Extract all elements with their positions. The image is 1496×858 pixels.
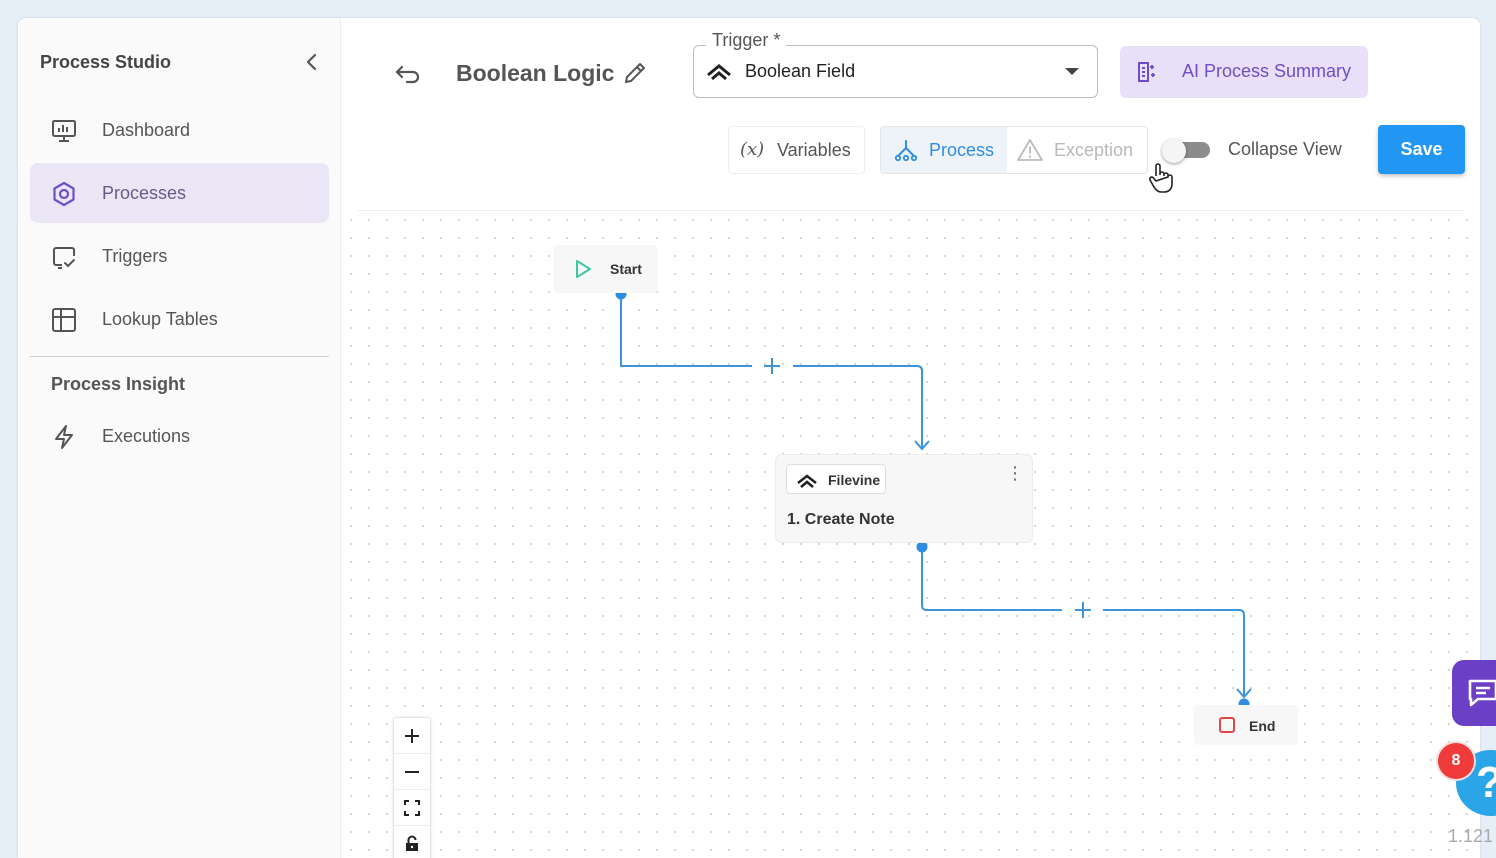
version-label: 1.121 (1448, 826, 1494, 846)
task-app-label: Filevine (828, 472, 881, 488)
hand-cursor-icon (1148, 162, 1174, 194)
monitor-chart-icon (50, 117, 78, 145)
end-node[interactable]: End (1194, 705, 1298, 745)
zoom-out-button[interactable] (394, 754, 430, 790)
toggle-knob (1162, 139, 1186, 163)
chevron-left-icon[interactable] (300, 50, 324, 74)
document-sparkle-icon (1134, 59, 1160, 85)
sidebar-item-lookup-tables[interactable]: Lookup Tables (30, 289, 329, 349)
sidebar-item-label: Triggers (102, 245, 168, 266)
chat-bubble-icon (1466, 677, 1496, 709)
caret-down-icon[interactable] (1065, 68, 1079, 75)
tab-process[interactable]: Process (881, 127, 1007, 173)
tab-exception-label: Exception (1054, 140, 1134, 160)
sidebar-title: Process Studio (40, 52, 172, 72)
collapse-view-toggle[interactable] (1162, 139, 1212, 163)
sidebar-item-processes[interactable]: Processes (30, 163, 329, 223)
process-studio-window: Process Studio Dashboard Processes Trigg… (18, 18, 1480, 858)
sidebar-divider (30, 356, 329, 357)
fit-view-button[interactable] (394, 790, 430, 826)
pencil-icon[interactable] (621, 59, 649, 87)
stop-square-icon (1219, 717, 1235, 733)
start-node-label: Start (610, 261, 642, 277)
warning-icon (1016, 137, 1044, 163)
filevine-logo-icon (706, 62, 732, 82)
zoom-controls (394, 718, 430, 858)
trigger-value: Boolean Field (745, 61, 856, 81)
tab-exception[interactable]: Exception (1007, 127, 1147, 173)
trigger-label: Trigger * (706, 30, 787, 51)
variables-button[interactable]: (x) Variables (728, 126, 865, 174)
collapse-view-label: Collapse View (1228, 139, 1342, 159)
sidebar-item-label: Dashboard (102, 119, 191, 140)
play-icon (573, 259, 593, 279)
fullscreen-icon (404, 799, 420, 816)
chat-button[interactable] (1452, 660, 1496, 726)
minus-icon (405, 770, 419, 773)
sidebar: Process Studio Dashboard Processes Trigg… (18, 18, 341, 858)
question-icon: ? (1476, 758, 1496, 808)
sidebar-item-triggers[interactable]: Triggers (30, 226, 329, 286)
page-title: Boolean Logic (456, 60, 615, 86)
table-icon (50, 306, 78, 334)
ai-process-summary-button[interactable]: AI Process Summary (1120, 46, 1368, 98)
sidebar-section-title: Process Insight (51, 374, 186, 394)
process-canvas[interactable]: Start Filevine ⋮ 1. Create Note End (342, 211, 1480, 858)
variable-icon: (x) (740, 139, 765, 160)
task-app-chip: Filevine (786, 464, 886, 494)
arrowhead-icon (914, 440, 930, 451)
sidebar-item-label: Lookup Tables (102, 308, 218, 329)
connector-dot (916, 541, 928, 553)
zoom-in-button[interactable] (394, 718, 430, 754)
add-step-plus-icon (764, 358, 780, 374)
lock-icon (406, 835, 418, 851)
sidebar-item-label: Processes (102, 182, 187, 203)
sidebar-item-executions[interactable]: Executions (30, 406, 329, 466)
edge-task-to-end (921, 547, 1245, 697)
arrowhead-icon (1236, 688, 1252, 699)
plus-icon (405, 728, 419, 743)
ai-process-summary-label: AI Process Summary (1182, 61, 1352, 81)
toolbar-divider (358, 210, 1464, 211)
tab-process-label: Process (929, 140, 995, 160)
task-title: 1. Create Note (787, 511, 895, 528)
back-arrow-icon[interactable] (393, 58, 423, 88)
variables-label: Variables (777, 140, 851, 160)
sidebar-item-dashboard[interactable]: Dashboard (30, 100, 329, 160)
notification-badge: 8 (1438, 743, 1474, 779)
gear-icon (50, 180, 78, 208)
branch-icon (894, 138, 918, 162)
trigger-select[interactable]: Trigger * Boolean Field (693, 30, 1098, 98)
lock-view-button[interactable] (394, 826, 430, 858)
edge-start-to-task (620, 294, 923, 449)
task-node[interactable]: Filevine ⋮ 1. Create Note (775, 454, 1033, 543)
end-node-label: End (1249, 718, 1276, 734)
screen-check-icon (50, 243, 78, 271)
sidebar-header: Process Studio (40, 50, 324, 74)
start-node[interactable]: Start (554, 245, 658, 293)
more-vertical-icon[interactable]: ⋮ (1006, 463, 1024, 483)
filevine-logo-icon (796, 473, 818, 489)
lightning-icon (50, 423, 78, 451)
add-step-plus-icon (1075, 602, 1091, 618)
save-button[interactable]: Save (1378, 125, 1465, 174)
sidebar-item-label: Executions (102, 425, 191, 446)
process-exception-toggle: Process Exception (880, 126, 1148, 174)
